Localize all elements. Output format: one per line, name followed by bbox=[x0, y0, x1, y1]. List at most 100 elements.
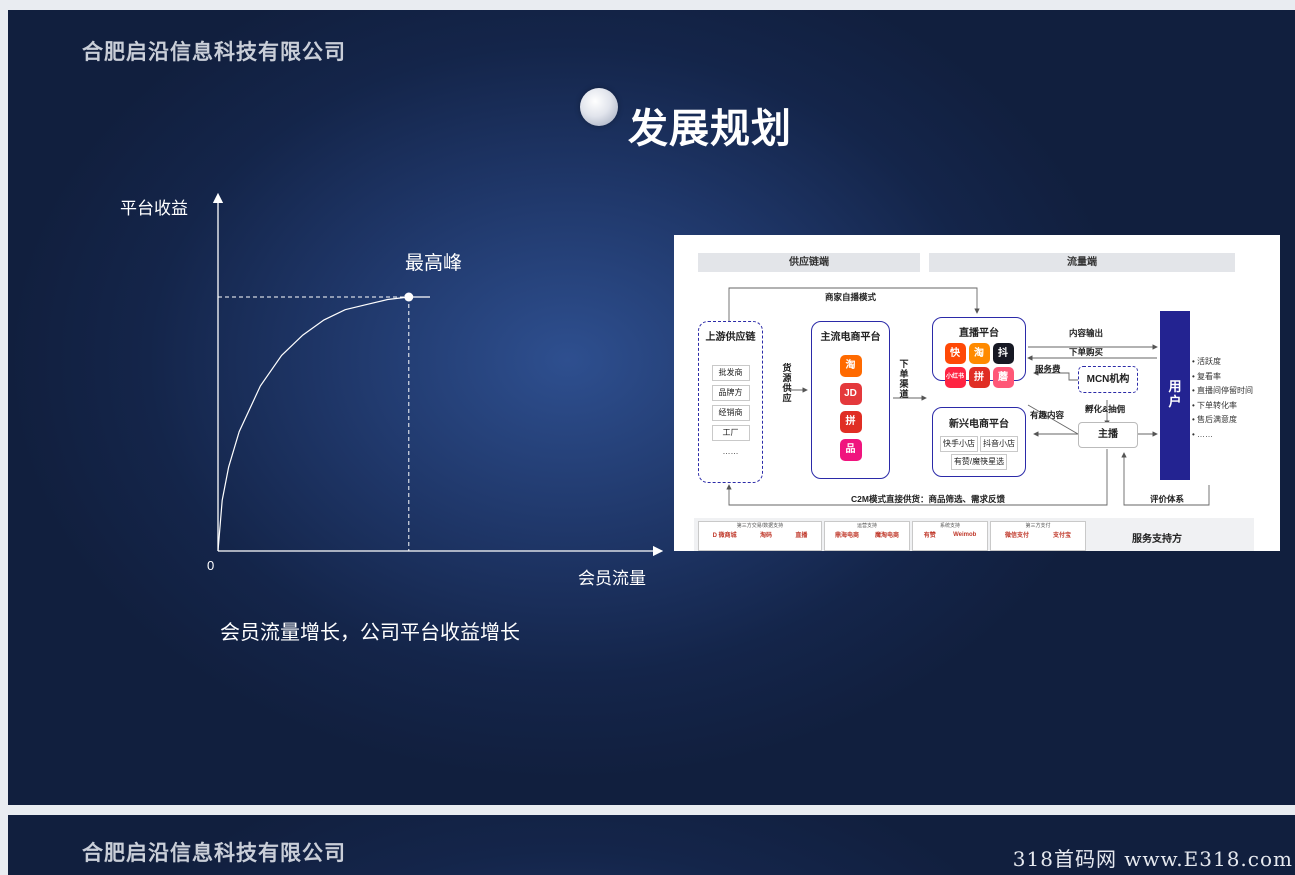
service-fee-arrow bbox=[1033, 370, 1078, 381]
emerging-item-list: 快手小店抖音小店有赞/魔筷星选 bbox=[933, 436, 1025, 470]
c2m-arrow bbox=[726, 449, 1108, 506]
service-group-title: 第三方交易/数据支持 bbox=[736, 523, 784, 529]
pinduoduo-live-icon: 拼 bbox=[968, 367, 990, 388]
live-platform-box: 直播平台 快淘抖小红书拼蘑 bbox=[932, 317, 1026, 388]
traffic-header: 流量端 bbox=[929, 253, 1235, 272]
evaluation-label: 评价体系 bbox=[1150, 494, 1185, 504]
douyin-icon: 抖 bbox=[992, 343, 1014, 364]
supply-chain-header: 供应链端 bbox=[698, 253, 920, 272]
chart-caption: 会员流量增长，公司平台收益增长 bbox=[220, 622, 520, 644]
user-metric-item: 售后满意度 bbox=[1192, 413, 1253, 428]
anchor-box: 主播 bbox=[1078, 422, 1138, 448]
service-logo: 支付宝 bbox=[1052, 533, 1071, 539]
service-logo: 淘码 bbox=[759, 533, 772, 539]
mainstream-title: 主流电商平台 bbox=[820, 332, 881, 343]
peak-point bbox=[404, 292, 414, 302]
user-label-char: 户 bbox=[1168, 394, 1182, 409]
order-channel-label: 下单渠道 bbox=[899, 359, 909, 399]
pinduoduo-icon: 拼 bbox=[839, 411, 862, 433]
service-group-logos: 微信支付 支付宝 bbox=[991, 530, 1085, 539]
user-metric-item: …… bbox=[1192, 428, 1253, 443]
user-metric-list: 活跃度复看率直播间停留时间下单转化率售后满意度…… bbox=[1192, 355, 1253, 442]
growth-curve-line bbox=[217, 296, 430, 552]
interesting-content-label: 有趣内容 bbox=[1030, 410, 1065, 420]
upstream-item: 工厂 bbox=[711, 425, 750, 441]
service-fee-label: 服务费 bbox=[1035, 364, 1061, 374]
business-model-diagram: 供应链端 流量端 商家自播模式 上游供应链 批发商品牌方经销商工厂 …… 货源供应… bbox=[674, 235, 1280, 551]
growth-curve-chart: 平台收益 会员流量 0 最高峰 bbox=[120, 192, 664, 588]
order-purchase-label: 下单购买 bbox=[1069, 347, 1104, 357]
company-name-next: 合肥启沿信息科技有限公司 bbox=[82, 842, 346, 865]
upstream-supply-box: 上游供应链 批发商品牌方经销商工厂 …… bbox=[698, 321, 763, 483]
x-axis-label: 会员流量 bbox=[578, 569, 646, 588]
emerging-item: 抖音小店 bbox=[980, 436, 1018, 452]
incubate-label: 孵化&抽佣 bbox=[1085, 404, 1126, 414]
live-app-list: 快淘抖小红书拼蘑 bbox=[933, 343, 1025, 388]
title-bullet-icon bbox=[580, 88, 618, 126]
emerging-title: 新兴电商平台 bbox=[949, 419, 1009, 430]
diagram-connectors bbox=[726, 287, 1210, 506]
merchant-live-arrow bbox=[728, 287, 980, 323]
upstream-item: 经销商 bbox=[711, 405, 750, 421]
emerging-platform-box: 新兴电商平台 快手小店抖音小店有赞/魔筷星选 bbox=[932, 407, 1026, 477]
user-label-char: 用 bbox=[1168, 379, 1182, 394]
user-metric-item: 复看率 bbox=[1192, 370, 1253, 385]
anchor-left-line bbox=[1027, 404, 1079, 435]
upstream-item: …… bbox=[711, 445, 750, 459]
mcn-box: MCN机构 bbox=[1078, 366, 1138, 393]
upstream-item: 品牌方 bbox=[711, 385, 750, 401]
service-logo: 微信支付 bbox=[1004, 533, 1029, 539]
service-provider-label: 服务支持方 bbox=[1132, 534, 1182, 545]
content-output-label: 内容输出 bbox=[1069, 328, 1104, 338]
user-metric-item: 直播间停留时间 bbox=[1192, 384, 1253, 399]
watermark-text: 318首码网 www.E318.com bbox=[1012, 847, 1293, 871]
user-metric-item: 下单转化率 bbox=[1192, 399, 1253, 414]
service-group-title: 系统支持 bbox=[939, 523, 960, 529]
y-axis-label: 平台收益 bbox=[120, 199, 188, 218]
service-logo: 魔淘电商 bbox=[874, 533, 899, 539]
merchant-live-label: 商家自播模式 bbox=[825, 292, 877, 302]
user-label: 用户 bbox=[1160, 379, 1190, 409]
mogu-icon: 蘑 bbox=[992, 367, 1014, 388]
service-group: 第三方交易/数据支持 D 微商城 淘码 直播 bbox=[698, 521, 822, 551]
user-metric-item: 活跃度 bbox=[1192, 355, 1253, 370]
c2m-label: C2M模式直接供货：商品筛选、需求反馈 bbox=[851, 494, 1005, 504]
service-logo: Weimob bbox=[953, 531, 977, 538]
emerging-item: 快手小店 bbox=[940, 436, 978, 452]
taobao-icon: 淘 bbox=[839, 355, 862, 377]
vip-icon: 品 bbox=[839, 439, 862, 461]
upstream-item: 批发商 bbox=[711, 365, 750, 381]
upstream-item-list: 批发商品牌方经销商工厂 …… bbox=[711, 365, 750, 459]
peak-annotation: 最高峰 bbox=[405, 252, 462, 274]
mainstream-platform-box: 主流电商平台 淘 JD 拼品 bbox=[811, 321, 890, 479]
service-group-title: 运营支持 bbox=[856, 523, 877, 529]
slide-title: 发展规划 bbox=[628, 107, 792, 151]
service-group: 第三方支付微信支付 支付宝 bbox=[990, 521, 1086, 551]
live-title: 直播平台 bbox=[959, 328, 999, 339]
upstream-title: 上游供应链 bbox=[705, 332, 756, 343]
service-logo: D 微商城 bbox=[712, 533, 737, 539]
service-support-row: 第三方交易/数据支持 D 微商城 淘码 直播 运营支持鼎海电商 魔淘电商 系统支持有赞 Wei… bbox=[694, 518, 1254, 551]
xiaohongshu-icon: 小红书 bbox=[944, 367, 966, 388]
jd-icon: JD bbox=[839, 383, 862, 405]
evaluation-arrow bbox=[1121, 452, 1210, 506]
mainstream-app-list: 淘 JD 拼品 bbox=[812, 355, 889, 461]
service-logo: 有赞 bbox=[923, 533, 936, 539]
emerging-item: 有赞/魔筷星选 bbox=[950, 454, 1008, 470]
kuaishou-icon: 快 bbox=[944, 343, 966, 364]
slide-next-preview: 合肥启沿信息科技有限公司 318首码网 www.E318.com bbox=[8, 815, 1295, 875]
slide-development-plan: 合肥启沿信息科技有限公司 发展规划 平台收益 会员流量 0 最高峰 会员流量增长… bbox=[8, 10, 1295, 805]
user-box: 用户 bbox=[1160, 311, 1190, 480]
service-group-logos: 有赞 Weimob bbox=[913, 530, 987, 540]
service-logo: 直播 bbox=[795, 533, 808, 539]
service-group-title: 第三方支付 bbox=[1025, 523, 1051, 529]
service-group-logos: 鼎海电商 魔淘电商 bbox=[825, 530, 909, 539]
service-logo: 鼎海电商 bbox=[834, 533, 859, 539]
goods-supply-label: 货源供应 bbox=[782, 363, 792, 403]
service-group: 运营支持鼎海电商 魔淘电商 bbox=[824, 521, 910, 551]
origin-label: 0 bbox=[207, 558, 214, 573]
company-name: 合肥启沿信息科技有限公司 bbox=[82, 41, 346, 64]
service-group-logos: D 微商城 淘码 直播 bbox=[699, 530, 821, 539]
service-group: 系统支持有赞 Weimob bbox=[912, 521, 988, 551]
taobao-live-icon: 淘 bbox=[968, 343, 990, 364]
